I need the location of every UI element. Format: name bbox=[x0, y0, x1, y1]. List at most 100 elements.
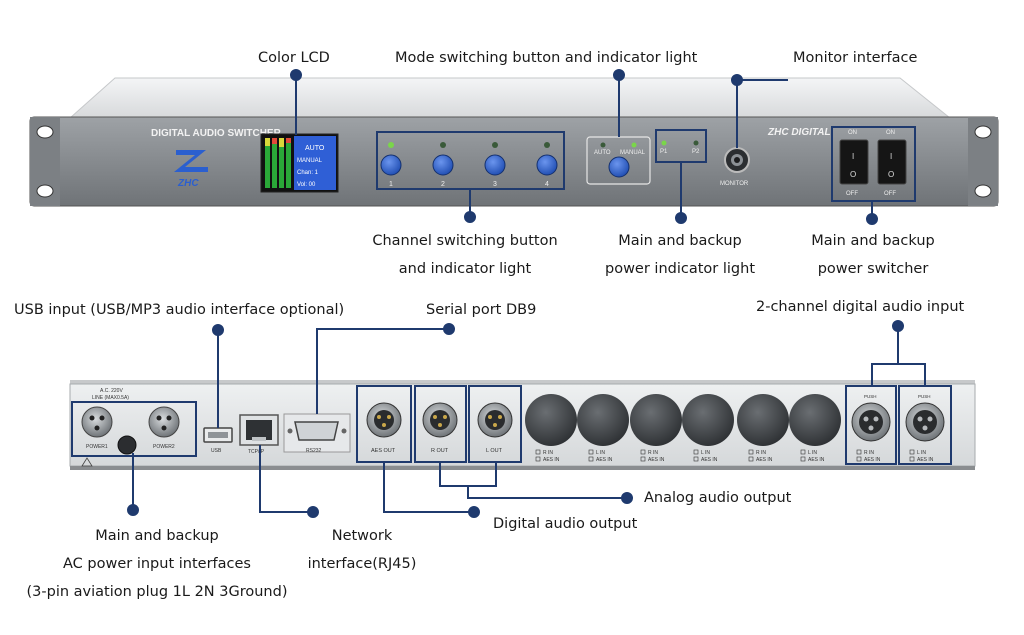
manual-label: MANUAL bbox=[620, 150, 646, 156]
input-cap-1 bbox=[525, 394, 577, 446]
channel-button-1[interactable] bbox=[380, 154, 402, 176]
front-leader-lines bbox=[290, 69, 878, 225]
input-8-b: AES IN bbox=[917, 457, 934, 463]
callout-serial: Serial port DB9 bbox=[426, 302, 537, 318]
input-3-b: AES IN bbox=[648, 457, 665, 463]
callout-channel-switch-line-2: and indicator light bbox=[398, 261, 532, 277]
input-cap-6 bbox=[789, 394, 841, 446]
input-6-b: AES IN bbox=[808, 457, 825, 463]
channel-number-2: 2 bbox=[441, 181, 445, 188]
callout-ac-power-line-2: AC power input interfaces bbox=[63, 556, 251, 572]
callout-ac-power: Main and backup AC power input interface… bbox=[2, 522, 312, 606]
input-labels: R IN AES IN L IN AES IN R IN AES IN L IN… bbox=[535, 449, 934, 463]
lcd-line-3: Chan: 1 bbox=[297, 170, 319, 176]
push-label-1: PUSH bbox=[864, 394, 877, 399]
channel-number-1: 1 bbox=[389, 181, 393, 188]
input-cap-4 bbox=[682, 394, 734, 446]
switch-1-on: ON bbox=[848, 130, 857, 136]
p1-label: P1 bbox=[660, 149, 668, 155]
monitor-jack[interactable]: MONITOR bbox=[720, 147, 750, 187]
switch-1-off-mark: O bbox=[850, 170, 856, 179]
callout-power-switcher-line-2: power switcher bbox=[817, 261, 929, 277]
channel-led-3 bbox=[492, 142, 498, 148]
callout-channel-switch: Channel switching button and indicator l… bbox=[359, 227, 571, 283]
power1-label: POWER1 bbox=[86, 444, 108, 450]
callout-ac-power-line-1: Main and backup bbox=[95, 528, 219, 544]
input-1-a: R IN bbox=[543, 450, 553, 456]
switch-2-off-mark: O bbox=[888, 170, 894, 179]
power-switch-2[interactable] bbox=[877, 139, 907, 185]
front-panel: DIGITAL AUDIO SWITCHER ZHC AUTO MANUAL C… bbox=[29, 77, 999, 207]
product-label: DIGITAL AUDIO SWITCHER bbox=[151, 128, 282, 139]
usb-label: USB bbox=[211, 448, 222, 454]
mode-button[interactable] bbox=[608, 156, 630, 178]
color-lcd: AUTO MANUAL Chan: 1 Vol: 00 bbox=[260, 133, 339, 193]
auto-label: AUTO bbox=[594, 150, 611, 156]
switch-2-off: OFF bbox=[884, 191, 896, 197]
tcpip-label: TCP/IP bbox=[248, 449, 265, 455]
callout-power-indicator-line-1: Main and backup bbox=[618, 233, 742, 249]
p1-led bbox=[661, 140, 667, 146]
rack-hole-tr bbox=[974, 125, 992, 139]
input-3-a: R IN bbox=[648, 450, 658, 456]
callout-mode-switch: Mode switching button and indicator ligh… bbox=[395, 50, 698, 66]
channel-number-3: 3 bbox=[493, 181, 497, 188]
rear-base bbox=[70, 466, 975, 470]
input-5-b: AES IN bbox=[756, 457, 773, 463]
zhc-logo: ZHC bbox=[174, 150, 208, 189]
input-4-a: L IN bbox=[701, 450, 710, 456]
rear-panel: A.C. 220V LINE (MAX0.5A) POWER1 POWER2 U… bbox=[69, 380, 976, 470]
power-switch-1[interactable] bbox=[839, 139, 869, 185]
blanked-inputs bbox=[525, 394, 841, 446]
lcd-line-2: MANUAL bbox=[297, 158, 323, 164]
callout-channel-switch-line-1: Channel switching button bbox=[372, 233, 558, 249]
p2-led bbox=[693, 140, 699, 146]
ac-spec-2: LINE (MAX0.5A) bbox=[92, 395, 129, 401]
input-cap-2 bbox=[577, 394, 629, 446]
power2-socket[interactable] bbox=[148, 406, 180, 438]
rack-hole-tl bbox=[36, 125, 54, 139]
channel-button-2[interactable] bbox=[432, 154, 454, 176]
mode-switch: AUTO MANUAL bbox=[586, 136, 651, 185]
input-5-a: R IN bbox=[756, 450, 766, 456]
channel-button-4[interactable] bbox=[536, 154, 558, 176]
input-cap-5 bbox=[737, 394, 789, 446]
warning-icon bbox=[81, 457, 93, 467]
callout-power-switcher-line-1: Main and backup bbox=[811, 233, 935, 249]
callout-power-switcher: Main and backup power switcher bbox=[803, 227, 943, 283]
rs232-port[interactable] bbox=[294, 421, 339, 441]
manual-led bbox=[631, 142, 637, 148]
input-2-b: AES IN bbox=[596, 457, 613, 463]
input-cap-3 bbox=[630, 394, 682, 446]
channel-number-4: 4 bbox=[545, 181, 549, 188]
l-out-label: L OUT bbox=[486, 448, 503, 454]
channel-button-3[interactable] bbox=[484, 154, 506, 176]
channel-led-1 bbox=[388, 142, 394, 148]
front-chassis-top bbox=[68, 77, 952, 119]
power2-label: POWER2 bbox=[153, 444, 175, 450]
channel-led-4 bbox=[544, 142, 550, 148]
aes-out-label: AES OUT bbox=[371, 448, 396, 454]
power-switch-box bbox=[831, 126, 916, 202]
channel-buttons: 1 2 3 4 bbox=[376, 131, 565, 190]
rack-hole-br bbox=[974, 184, 992, 198]
power1-socket[interactable] bbox=[81, 406, 113, 438]
callout-digital-input: 2-channel digital audio input bbox=[756, 299, 965, 315]
callout-power-indicator-line-2: power indicator light bbox=[605, 261, 755, 277]
input-2-a: L IN bbox=[596, 450, 605, 456]
xlr-outputs: AES OUT R OUT L OUT bbox=[356, 385, 522, 463]
callout-digital-output: Digital audio output bbox=[493, 516, 638, 532]
push-label-2: PUSH bbox=[918, 394, 931, 399]
switch-1-off: OFF bbox=[846, 191, 858, 197]
switch-1-on-mark: I bbox=[852, 152, 854, 161]
p2-label: P2 bbox=[692, 149, 700, 155]
callout-monitor: Monitor interface bbox=[793, 50, 918, 66]
callout-usb: USB input (USB/MP3 audio interface optio… bbox=[14, 302, 345, 318]
ac-spec-1: A.C. 220V bbox=[100, 388, 123, 394]
power-switches: ON ON I O I O OFF OFF bbox=[831, 126, 916, 202]
switch-2-on: ON bbox=[886, 130, 895, 136]
rs232-port-group: RS232 bbox=[283, 413, 351, 454]
callout-network-line-2: interface(RJ45) bbox=[307, 556, 417, 572]
